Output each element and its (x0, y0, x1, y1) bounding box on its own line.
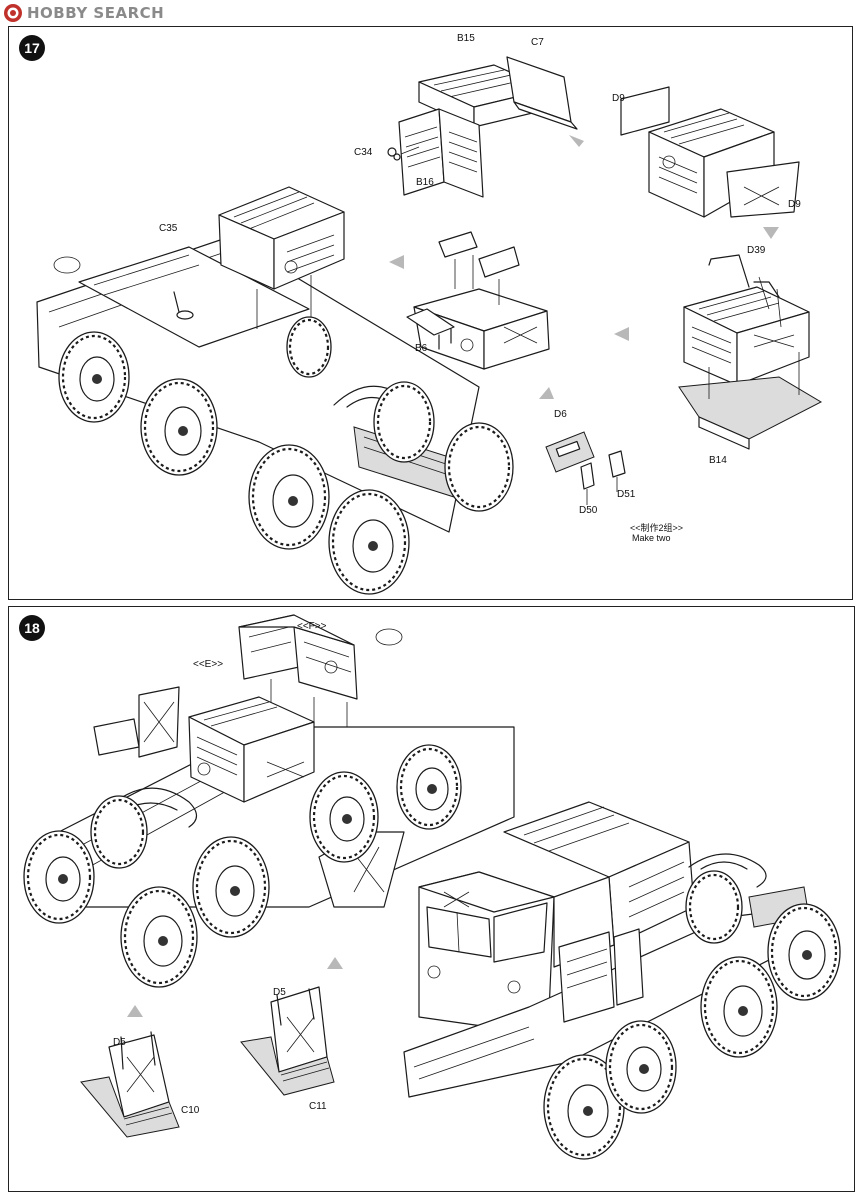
tire-right-rear (444, 422, 514, 512)
main-truck-chassis-group (36, 186, 514, 595)
tire-right-mid (373, 381, 435, 463)
arrow-icon (389, 255, 404, 269)
step-number-badge: 17 (19, 35, 45, 61)
tire-left-3 (192, 836, 270, 938)
tire-rear-left-2 (328, 489, 410, 595)
part-label-b16: B16 (416, 177, 434, 188)
part-label-e: <<E>> (193, 659, 224, 670)
part-d50 (580, 462, 595, 490)
tire-front-left (58, 331, 130, 423)
part-label-d9-bottom: D9 (788, 199, 801, 210)
assembly-step-17-panel: 17 (8, 26, 853, 600)
part-label-d39: D39 (747, 245, 766, 256)
brand-text: HOBBY SEARCH (27, 4, 165, 22)
cab-cover-parts-group (387, 56, 578, 198)
truck-assembly-left-group (23, 628, 515, 988)
part-c34 (387, 147, 397, 157)
part-label-f: <<F>> (297, 621, 327, 632)
part-label-d5-right: D5 (273, 987, 286, 998)
part-label-d51: D51 (617, 489, 636, 500)
part-label-c35: C35 (159, 223, 178, 234)
part-b14-base (678, 376, 823, 440)
tire-truck-front (543, 1054, 625, 1160)
part-d9-top (620, 86, 670, 136)
part-label-c7: C7 (531, 37, 544, 48)
tire-truck-4 (767, 903, 841, 1001)
part-label-d50: D50 (579, 505, 598, 516)
step-18-illustration (23, 614, 841, 1160)
part-label-b15: B15 (457, 33, 475, 44)
completed-truck-group (403, 801, 841, 1160)
tire-left-4 (309, 771, 379, 863)
note-make-two-en: Make two (632, 533, 671, 543)
d6-bracket-parts-group (545, 431, 626, 505)
assembly-step-18-panel: 18 (8, 606, 855, 1192)
tire-truck-2 (605, 1020, 677, 1114)
tire-truck-3 (700, 956, 778, 1058)
tire-left-1 (23, 830, 95, 924)
tire-right-front (286, 316, 332, 378)
part-label-d5-left: D5 (113, 1037, 126, 1048)
arrow-icon (127, 1005, 143, 1017)
part-label-c34: C34 (354, 147, 373, 158)
part-label-d6: D6 (554, 409, 567, 420)
tire-left-6 (90, 795, 148, 869)
assembly-arrows-group (389, 135, 779, 399)
part-label-d9-top: D9 (612, 93, 625, 104)
arrow-icon (327, 957, 343, 969)
hobby-search-logo-icon (4, 4, 22, 22)
brand-header: HOBBY SEARCH (3, 3, 164, 23)
part-c11-group (240, 986, 335, 1096)
part-label-b14: B14 (709, 455, 727, 466)
arrow-icon (569, 135, 584, 147)
step-number-badge: 18 (19, 615, 45, 641)
part-d51 (608, 450, 626, 478)
part-d39 (708, 254, 750, 288)
b6-subassembly-group (406, 231, 550, 370)
arrow-icon (539, 387, 554, 399)
arrow-icon (763, 227, 779, 239)
cab-d9-group (620, 86, 800, 218)
part-d9-bottom (726, 161, 800, 218)
part-c10-group (80, 1031, 180, 1138)
tire-rear-left-1 (248, 444, 330, 550)
arrow-icon (614, 327, 629, 341)
part-label-c10: C10 (181, 1105, 200, 1116)
tire-mid-left (140, 378, 218, 476)
part-label-b6: B6 (415, 343, 428, 354)
tire-left-2 (120, 886, 198, 988)
tire-left-5 (396, 744, 462, 830)
fuel-tank-f (293, 626, 358, 700)
note-make-two-cn: <<制作2组>> (630, 523, 684, 533)
tire-truck-5 (685, 870, 743, 944)
assembly-arrows-group (127, 957, 343, 1017)
step-17-illustration (36, 56, 823, 595)
part-label-c11: C11 (309, 1101, 327, 1112)
cab-b14-group (678, 254, 823, 450)
